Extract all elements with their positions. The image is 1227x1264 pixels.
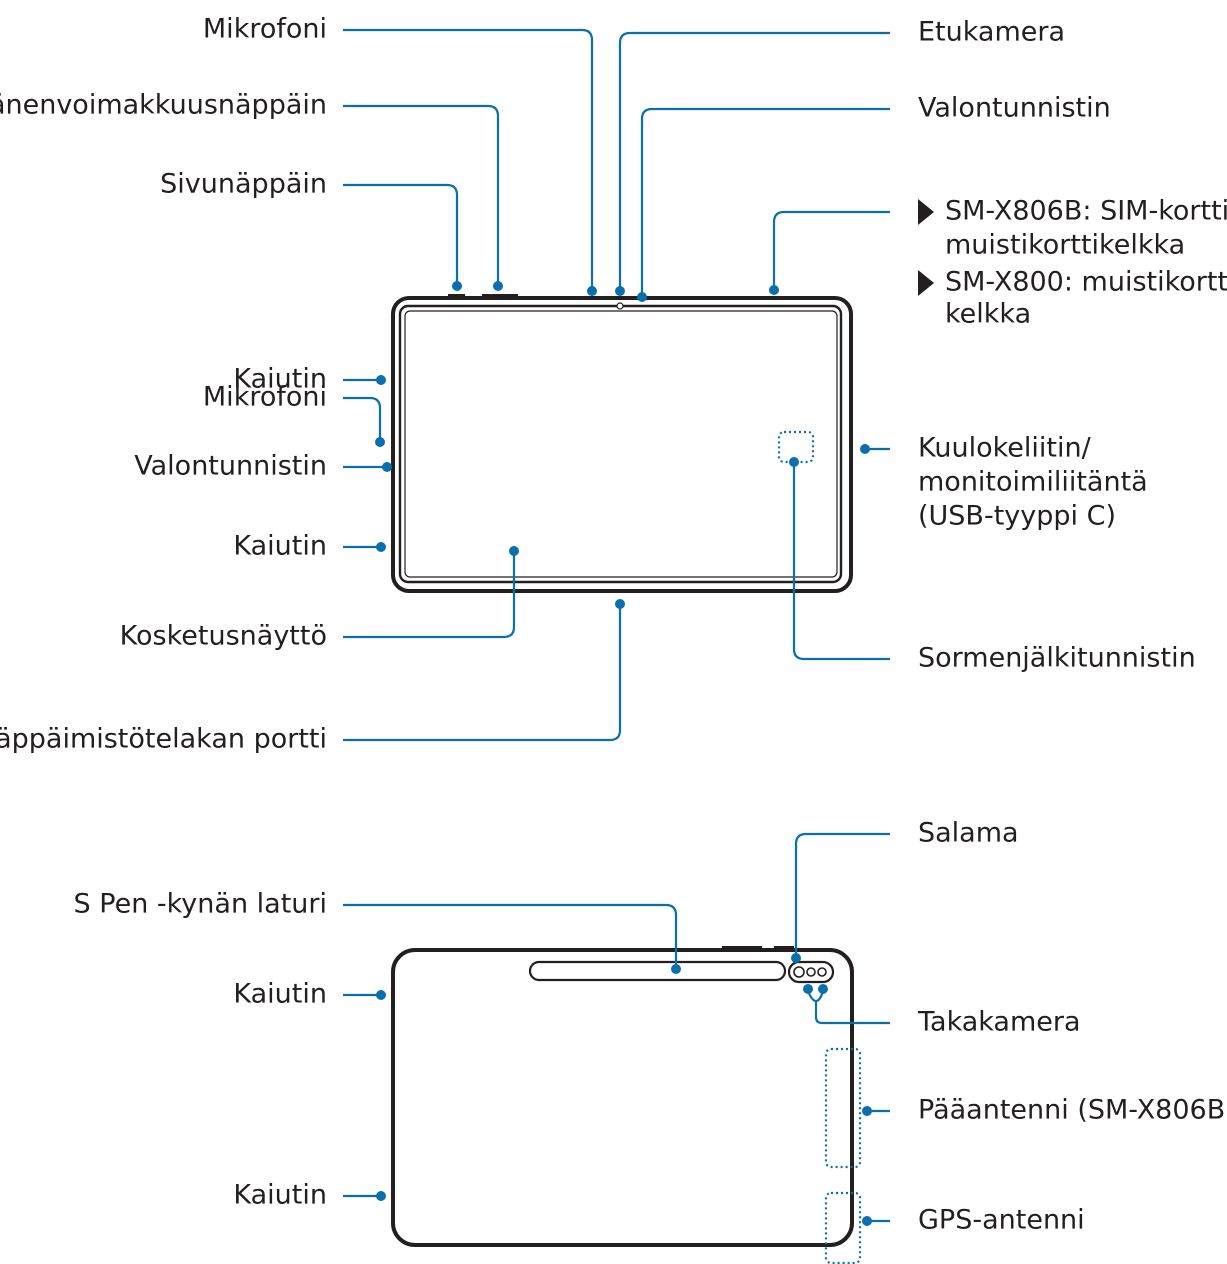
bullet-triangle-icon	[918, 270, 934, 296]
label-mikrofoni-top: Mikrofoni	[203, 14, 327, 45]
label-touchscreen: Kosketusnäyttö	[120, 621, 327, 652]
leader-keyboard-dock	[343, 604, 622, 742]
back-device-frame	[391, 948, 854, 1247]
front-leaders	[343, 28, 890, 742]
label-tray-x806b-line1: SM-X806B: SIM-kortti-/	[945, 196, 1227, 227]
label-keyboard-dock: Näppäimistötelakan portti	[0, 724, 327, 755]
label-speaker-back-1: Kaiutin	[233, 979, 327, 1010]
leader-dot	[818, 984, 828, 994]
back-leaders	[343, 832, 890, 1226]
leader-dot	[769, 285, 779, 295]
label-rear-camera: Takakamera	[917, 1007, 1081, 1038]
leader-dot	[375, 437, 385, 447]
label-tray-x800-line2: kelkka	[945, 299, 1031, 330]
leader-dot	[791, 953, 801, 963]
label-speaker-back-2: Kaiutin	[233, 1180, 327, 1211]
leader-side-key	[343, 183, 459, 286]
side-key-shape	[448, 294, 465, 299]
leader-dot	[615, 599, 625, 609]
leader-dot	[789, 457, 799, 467]
leader-dot	[637, 292, 647, 302]
label-tray-x806b-line2: muistikorttikelkka	[945, 230, 1185, 261]
front-screen-border	[398, 304, 843, 584]
leader-front-camera	[618, 31, 890, 291]
leader-dot	[803, 984, 813, 994]
label-side-key: Sivunäppäin	[160, 169, 327, 200]
leader-dot	[671, 964, 681, 974]
back-top-key-2	[774, 946, 794, 951]
volume-key-shape	[482, 294, 518, 299]
leader-dot	[587, 286, 597, 296]
camera-lens-3	[817, 967, 827, 977]
label-earphone-jack-line1: Kuulokeliitin/	[918, 433, 1092, 464]
camera-lens-1	[793, 966, 805, 978]
gps-antenna-area	[824, 1191, 862, 1264]
front-labels: Mikrofoni Äänenvoimakkuusnäppäin Sivunäp…	[0, 14, 1227, 755]
bullet-triangle-icon	[918, 199, 934, 225]
back-device	[391, 946, 862, 1264]
label-speaker-front-2: Kaiutin	[233, 531, 327, 562]
label-earphone-jack-line3: (USB-tyyppi C)	[918, 501, 1116, 532]
leader-dot	[452, 281, 462, 291]
leader-mikrofoni-top	[343, 28, 594, 291]
front-camera-lens	[616, 302, 624, 310]
front-device-frame	[391, 296, 853, 593]
leader-dot	[376, 375, 386, 385]
leader-rear-camera	[806, 990, 890, 1025]
leader-dot	[862, 1106, 872, 1116]
label-volume-key: Äänenvoimakkuusnäppäin	[0, 89, 327, 121]
front-device	[391, 294, 853, 593]
leader-dot	[376, 990, 386, 1000]
leader-dot	[376, 1191, 386, 1201]
leader-volume-key	[343, 104, 500, 286]
leader-dot	[615, 286, 625, 296]
leader-dot	[382, 462, 392, 472]
main-antenna-area	[824, 1047, 862, 1169]
back-top-key-1	[722, 946, 762, 951]
label-main-antenna: Pääantenni (SM-X806B)	[918, 1095, 1227, 1126]
label-tray-x800-line1: SM-X800: muistikortti-	[945, 267, 1227, 298]
label-speaker-front-1: Kaiutin	[233, 364, 327, 395]
label-gps-antenna: GPS-antenni	[918, 1205, 1085, 1236]
leader-dot	[509, 546, 519, 556]
label-spen-charger: S Pen -kynän laturi	[74, 889, 327, 920]
camera-module	[787, 960, 835, 984]
label-front-camera: Etukamera	[918, 17, 1065, 48]
front-display-area	[404, 310, 838, 578]
label-light-sensor-side: Valontunnistin	[134, 451, 327, 482]
camera-lens-2	[806, 967, 816, 977]
spen-charger-slot	[528, 960, 787, 982]
leader-light-sensor-top	[640, 107, 890, 297]
leader-mikrofoni-side	[343, 396, 382, 442]
label-mikrofoni-side: Mikrofoni	[203, 382, 327, 413]
label-earphone-jack-line2: monitoimiliitäntä	[918, 467, 1148, 498]
leader-dot	[860, 444, 870, 454]
leader-dot	[493, 281, 503, 291]
leader-flash	[794, 832, 890, 958]
label-light-sensor-top: Valontunnistin	[918, 93, 1111, 124]
label-flash: Salama	[918, 818, 1019, 849]
leader-card-tray	[772, 210, 890, 290]
leader-dot	[376, 542, 386, 552]
leader-spen-charger	[343, 903, 678, 969]
leader-touchscreen	[343, 551, 516, 639]
leader-dot	[862, 1216, 872, 1226]
back-labels: S Pen -kynän laturi Kaiutin Kaiutin Sala…	[74, 818, 1227, 1236]
leader-fingerprint	[792, 462, 890, 661]
label-fingerprint: Sormenjälkitunnistin	[918, 643, 1196, 674]
